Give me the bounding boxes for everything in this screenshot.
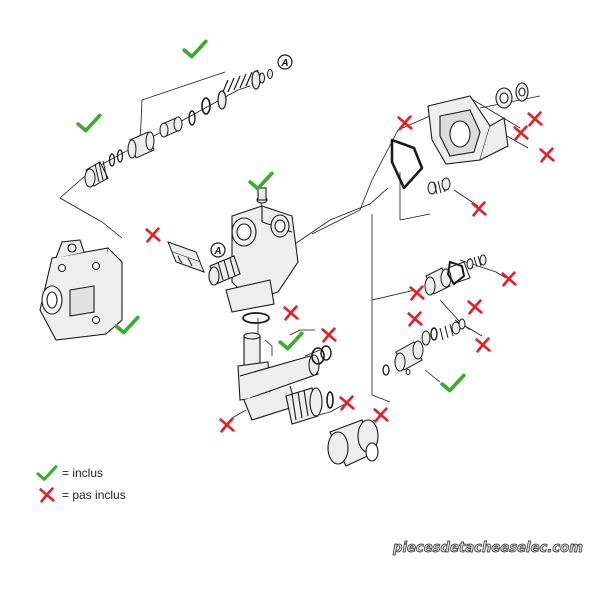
o-ring: [320, 345, 332, 361]
cross-icon: [539, 147, 555, 163]
cross-icon: [397, 115, 413, 131]
cross-icon: [145, 227, 161, 243]
check-icon: [248, 171, 274, 191]
o-ring: [242, 312, 270, 324]
cross-icon: [501, 271, 517, 287]
washer: [267, 69, 273, 79]
legend-not-included-label: = pas inclus: [62, 488, 126, 502]
o-ring: [188, 110, 196, 126]
cross-icon: [373, 407, 389, 423]
o-ring: [326, 391, 334, 409]
o-ring: [116, 149, 124, 163]
cross-icon: [283, 305, 299, 321]
o-ring: [201, 97, 211, 115]
cross-icon: [527, 111, 543, 127]
tube-manifold: [237, 312, 379, 467]
cross-icon: [339, 395, 355, 411]
watermark-text: piecesdetacheeselec.com: [392, 540, 583, 556]
callout-a-upper: A: [277, 54, 293, 70]
legend: = inclus = pas inclus: [36, 462, 126, 506]
callout-a-lower-label: A: [213, 246, 221, 257]
o-ring: [108, 153, 116, 167]
o-ring: [382, 364, 390, 376]
bracket-clip: [167, 241, 205, 273]
washer: [259, 72, 265, 84]
pump-head-housing: [39, 239, 123, 341]
diamond-gasket: [390, 138, 424, 190]
cross-icon: [321, 327, 337, 343]
cross-icon: [409, 285, 425, 301]
check-icon: [182, 39, 208, 59]
check-icon: [36, 465, 58, 481]
cross-icon: [39, 487, 55, 503]
cross-icon: [513, 125, 529, 141]
check-icon: [278, 331, 304, 351]
upper-valve-assembly: [84, 69, 273, 188]
callout-a-lower: A: [210, 242, 226, 258]
cross-icon: [219, 417, 235, 433]
right-valve-assembly: [382, 254, 487, 376]
spring: [217, 69, 261, 110]
manifold-block: [208, 187, 299, 313]
o-ring: [430, 327, 438, 341]
cross-icon: [407, 311, 423, 327]
callout-a-upper-label: A: [280, 58, 288, 69]
cross-icon: [471, 201, 487, 217]
small-valve: [427, 177, 451, 195]
upper-right-pump-head: [427, 82, 529, 165]
legend-included-label: = inclus: [62, 466, 104, 480]
legend-not-included: = pas inclus: [36, 484, 126, 506]
check-icon: [76, 113, 102, 133]
check-icon: [440, 373, 466, 393]
cross-icon: [467, 299, 483, 315]
legend-included: = inclus: [36, 462, 126, 484]
diamond-seal: [446, 260, 466, 286]
site-watermark: piecesdetacheeselec.com: [392, 540, 584, 557]
o-ring: [311, 347, 325, 365]
cross-icon: [475, 337, 491, 353]
